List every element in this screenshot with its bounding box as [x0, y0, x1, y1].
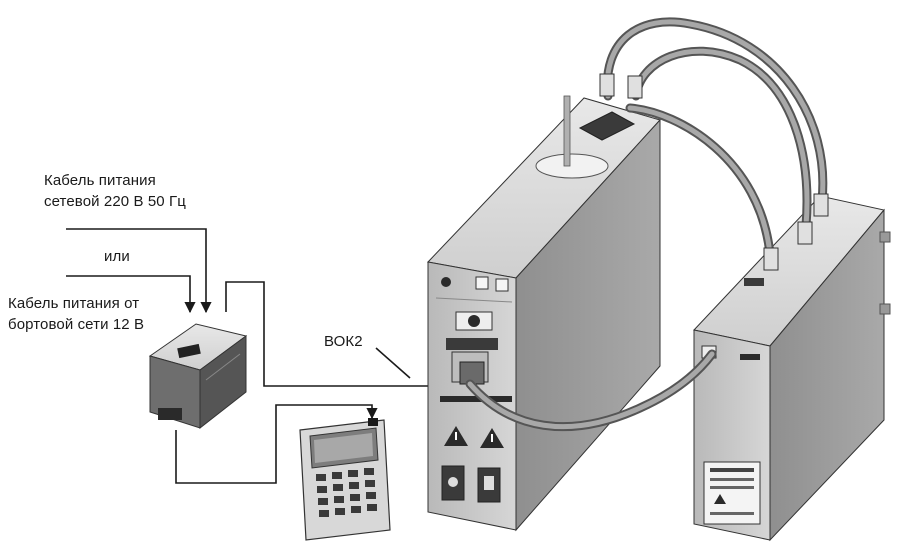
or-label: или — [104, 248, 130, 265]
switch-icon — [477, 467, 501, 503]
mains-cable-label-line2: сетевой 220 В 50 Гц — [44, 193, 186, 210]
socket-icon — [441, 465, 465, 501]
keypad — [316, 468, 377, 517]
onboard-cable-label-line1: Кабель питания от — [8, 295, 140, 312]
handheld-terminal — [299, 418, 391, 541]
fiber-cables — [465, 17, 829, 432]
power-converter-box — [148, 323, 248, 430]
warning-triangle-icon — [480, 428, 504, 448]
main-device — [426, 95, 661, 532]
mains-cable-label-line1: Кабель питания — [44, 172, 156, 189]
secondary-device — [693, 195, 891, 542]
onboard-cable-label-line2: бортовой сети 12 В — [8, 316, 145, 333]
fiber-cable-label: ВОК2 — [324, 333, 363, 350]
warning-triangle-icon — [444, 426, 468, 446]
power-wiring — [66, 228, 452, 484]
